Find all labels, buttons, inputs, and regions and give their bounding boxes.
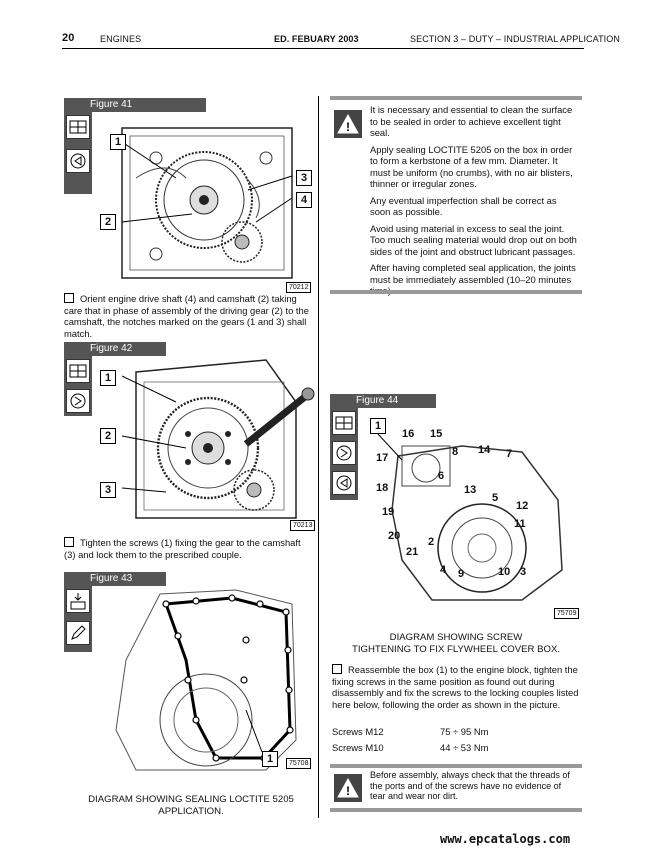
figure43-code: 75708 — [286, 758, 312, 769]
torque-value-m12: 75 ÷ 95 Nm — [440, 726, 489, 737]
engine-block-icon — [332, 411, 356, 435]
bolt-number: 7 — [506, 448, 513, 460]
warning1-bottom-bar — [330, 290, 582, 294]
gear-timing-icon — [66, 149, 90, 173]
bolt-number: 2 — [428, 536, 435, 548]
figure44-label: Figure 44 — [330, 394, 436, 408]
checkbox-icon — [332, 664, 342, 674]
figure42-step-text: Tighten the screws (1) fixing the gear t… — [64, 537, 301, 560]
edition-label: ED. FEBUARY 2003 — [274, 34, 359, 44]
section-label: SECTION 3 – DUTY – INDUSTRIAL APPLICATIO… — [410, 34, 620, 44]
figure44-caption: DIAGRAM SHOWING SCREW TIGHTENING TO FIX … — [330, 632, 582, 655]
bolt-number: 12 — [516, 500, 529, 512]
engine-block-icon — [66, 115, 90, 139]
warning1-para-4: Avoid using material in excess to seal t… — [370, 222, 577, 257]
figure42-callout-3: 3 — [100, 482, 116, 498]
bolt-number: 16 — [402, 428, 415, 440]
warning1-para-1: It is necessary and essential to clean t… — [370, 104, 573, 138]
figure41-callout-1: 1 — [110, 134, 126, 150]
section-title: ENGINES — [100, 34, 142, 44]
figure44-icon-column — [330, 408, 358, 500]
figure42-step: Tighten the screws (1) fixing the gear t… — [64, 537, 312, 560]
checkbox-icon — [64, 537, 74, 547]
figure41-callout-4: 4 — [296, 192, 312, 208]
torque-value-m10: 44 ÷ 53 Nm — [440, 742, 489, 753]
bolt-number: 3 — [520, 566, 527, 578]
svg-text:!: ! — [346, 120, 350, 134]
tighten-screw-icon — [66, 389, 90, 413]
bolt-number: 19 — [382, 506, 395, 518]
warning1-top-bar — [330, 96, 582, 100]
figure42-icon-column — [64, 356, 92, 416]
tighten-screw-icon — [332, 441, 356, 465]
figure41-code: 70212 — [286, 282, 312, 293]
figure44-callout-1: 1 — [370, 418, 386, 434]
assembly-icon — [66, 589, 90, 613]
page-number: 20 — [62, 32, 75, 44]
figure43-drawing — [115, 589, 297, 771]
figure44-drawing — [377, 433, 563, 601]
torque-screw-m10: Screws M10 — [332, 742, 384, 753]
watermark-url[interactable]: www.epcatalogs.com — [440, 832, 571, 846]
figure44-caption-line1: DIAGRAM SHOWING SCREW — [389, 632, 523, 643]
warning2-text: Before assembly, always check that the t… — [370, 770, 570, 802]
engine-block-icon — [66, 359, 90, 383]
warning1-para-3: Any eventual imperfection shall be corre… — [370, 194, 557, 218]
bolt-number: 10 — [498, 566, 511, 578]
sealant-pencil-icon — [66, 621, 90, 645]
bolt-number: 4 — [440, 564, 447, 576]
figure42-code: 70213 — [290, 520, 316, 531]
gear-timing-icon — [332, 471, 356, 495]
checkbox-icon — [64, 293, 74, 303]
torque-screw-m12: Screws M12 — [332, 726, 384, 737]
figure43-label: Figure 43 — [64, 572, 166, 586]
warning2-top-bar — [330, 764, 582, 768]
bolt-number: 18 — [376, 482, 389, 494]
warning2-bottom-bar — [330, 808, 582, 812]
figure42-callout-1: 1 — [100, 370, 116, 386]
figure43-caption-line2: APPLICATION. — [158, 805, 224, 817]
bolt-number: 14 — [478, 444, 491, 456]
bolt-number: 9 — [458, 568, 465, 580]
bolt-number: 11 — [514, 518, 526, 530]
figure41-step-text: Orient engine drive shaft (4) and camsha… — [64, 293, 309, 339]
figure41-drawing — [121, 127, 293, 279]
figure41-callout-2: 2 — [100, 214, 116, 230]
header-rule — [62, 48, 584, 49]
figure41-label: Figure 41 — [64, 98, 206, 112]
bolt-number: 8 — [452, 446, 459, 458]
warning-triangle-icon: ! — [334, 774, 362, 802]
column-divider — [318, 96, 319, 818]
bolt-number: 13 — [464, 484, 477, 496]
figure42-callout-2: 2 — [100, 428, 116, 444]
bolt-number: 21 — [406, 546, 419, 558]
figure41-step: Orient engine drive shaft (4) and camsha… — [64, 293, 312, 339]
figure43-icon-column — [64, 586, 92, 652]
figure41-icon-column — [64, 112, 92, 194]
bolt-number: 6 — [438, 470, 445, 482]
figure43-callout-1: 1 — [262, 751, 278, 767]
warning1-para-2: Apply sealing LOCTITE 5205 on the box in… — [370, 143, 573, 190]
figure43-caption-line1: DIAGRAM SHOWING SEALING LOCTITE 5205 — [88, 794, 294, 805]
bolt-number: 15 — [430, 428, 443, 440]
figure41-callout-3: 3 — [296, 170, 312, 186]
figure44-code: 75709 — [554, 608, 580, 619]
bolt-number: 17 — [376, 452, 389, 464]
bolt-number: 5 — [492, 492, 499, 504]
figure42-label: Figure 42 — [64, 342, 166, 356]
svg-text:!: ! — [346, 784, 350, 798]
bolt-number: 20 — [388, 530, 401, 542]
warning1-text: It is necessary and essential to clean t… — [370, 104, 578, 297]
figure42-drawing — [121, 359, 315, 519]
figure43-caption: DIAGRAM SHOWING SEALING LOCTITE 5205 APP… — [66, 794, 316, 817]
figure44-caption-line2: TIGHTENING TO FIX FLYWHEEL COVER BOX. — [351, 643, 561, 655]
figure44-step: Reassemble the box (1) to the engine blo… — [332, 664, 580, 710]
warning-triangle-icon: ! — [334, 110, 362, 138]
figure44-step-text: Reassemble the box (1) to the engine blo… — [332, 664, 579, 710]
